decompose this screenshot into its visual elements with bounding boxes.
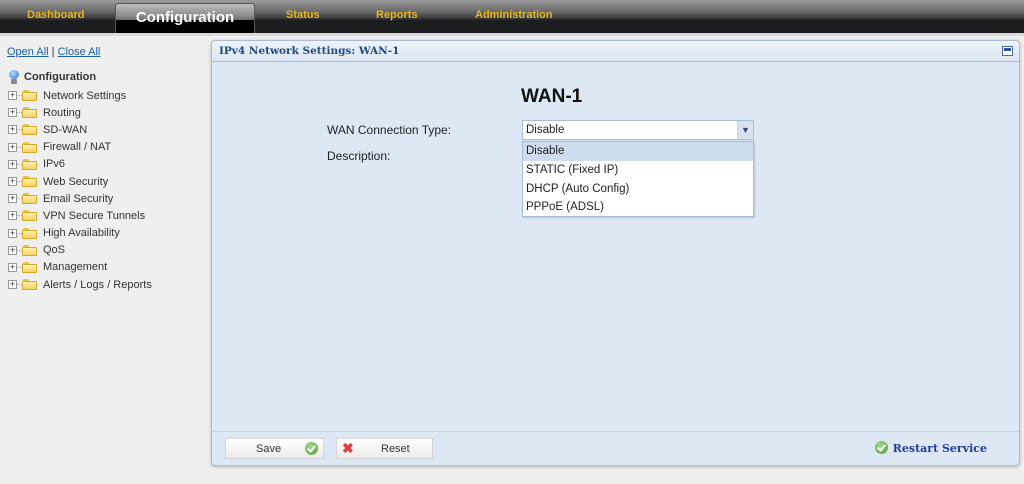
connection-type-dropdown-list: Disable STATIC (Fixed IP) DHCP (Auto Con…: [522, 141, 754, 217]
top-navigation: Dashboard Configuration Status Reports A…: [0, 0, 1024, 33]
folder-icon: [22, 210, 38, 222]
ipv4-settings-panel: IPv4 Network Settings: WAN-1 WAN-1 WAN C…: [211, 40, 1020, 466]
sidebar-item-label: Network Settings: [43, 89, 127, 102]
sidebar-item-routing[interactable]: + Routing: [8, 104, 152, 121]
folder-icon: [22, 261, 38, 273]
sidebar-item-label: VPN Secure Tunnels: [43, 209, 146, 222]
page-heading: WAN-1: [521, 86, 583, 107]
sidebar-item-label: High Availability: [43, 227, 120, 240]
sidebar-item-label: Routing: [43, 106, 81, 119]
expand-icon[interactable]: +: [8, 244, 17, 255]
check-icon: [874, 441, 888, 454]
expand-icon[interactable]: +: [8, 90, 17, 101]
tab-dashboard[interactable]: Dashboard: [27, 9, 85, 21]
description-label: Description:: [327, 149, 391, 163]
option-dhcp[interactable]: DHCP (Auto Config): [526, 182, 630, 195]
sidebar-item-qos[interactable]: + QoS: [8, 242, 152, 259]
restart-service-button[interactable]: Restart Service: [874, 441, 987, 455]
expand-icon[interactable]: +: [8, 158, 17, 169]
reset-label: Reset: [381, 443, 410, 455]
expand-icon[interactable]: +: [8, 107, 17, 118]
folder-icon: [22, 176, 38, 188]
folder-icon: [22, 227, 38, 239]
sidebar-item-alerts-logs-reports[interactable]: + Alerts / Logs / Reports: [8, 276, 152, 293]
reset-button[interactable]: ✖ Reset: [336, 438, 433, 459]
tree-root-label: Configuration: [24, 71, 97, 83]
wan-connection-type-label: WAN Connection Type:: [327, 123, 452, 137]
expand-icon[interactable]: +: [8, 261, 17, 272]
option-static[interactable]: STATIC (Fixed IP): [526, 163, 619, 176]
sidebar-item-ipv6[interactable]: + IPv6: [8, 156, 152, 173]
sidebar-item-web-security[interactable]: + Web Security: [8, 173, 152, 190]
expand-icon[interactable]: +: [8, 279, 17, 290]
sidebar-item-high-availability[interactable]: + High Availability: [8, 225, 152, 242]
tree-root-configuration[interactable]: Configuration: [8, 70, 96, 84]
folder-icon: [22, 107, 38, 119]
folder-icon: [22, 141, 38, 153]
save-label: Save: [256, 443, 282, 455]
close-icon: ✖: [342, 440, 354, 456]
sidebar-item-label: Firewall / NAT: [43, 141, 112, 154]
wan-connection-type-select[interactable]: Disable ▼: [522, 120, 754, 140]
chevron-down-icon[interactable]: ▼: [737, 121, 753, 139]
expand-icon[interactable]: +: [8, 141, 17, 152]
folder-icon: [22, 193, 38, 205]
check-icon: [305, 442, 318, 455]
expand-icon[interactable]: +: [8, 227, 17, 238]
link-separator: |: [51, 46, 55, 58]
expand-icon[interactable]: +: [8, 124, 17, 135]
restart-service-label: Restart Service: [892, 442, 987, 455]
sidebar-item-email-security[interactable]: + Email Security: [8, 190, 152, 207]
expand-icon[interactable]: +: [8, 176, 17, 187]
sidebar: Open All | Close All Configuration + Net…: [0, 36, 207, 484]
panel-footer: Save ✖ Reset Restart Service: [212, 431, 1019, 465]
sidebar-item-label: QoS: [43, 244, 66, 257]
folder-icon: [22, 279, 38, 291]
sidebar-item-network-settings[interactable]: + Network Settings: [8, 87, 152, 104]
expand-icon[interactable]: +: [8, 210, 17, 221]
tab-reports[interactable]: Reports: [376, 9, 418, 21]
option-disable[interactable]: Disable: [523, 142, 753, 161]
tab-status[interactable]: Status: [286, 9, 320, 21]
collapse-panel-icon[interactable]: [1002, 46, 1013, 56]
sidebar-item-vpn-secure-tunnels[interactable]: + VPN Secure Tunnels: [8, 207, 152, 224]
open-all-link[interactable]: Open All: [7, 46, 49, 58]
sidebar-item-sd-wan[interactable]: + SD-WAN: [8, 121, 152, 138]
config-tree: + Network Settings + Routing + SD-WAN + …: [8, 87, 152, 293]
folder-icon: [22, 158, 38, 170]
save-button[interactable]: Save: [225, 438, 324, 459]
configuration-root-icon: [8, 70, 20, 84]
tree-controls: Open All | Close All: [7, 46, 100, 58]
folder-icon: [22, 244, 38, 256]
sidebar-item-label: Web Security: [43, 175, 109, 188]
folder-icon: [22, 124, 38, 136]
sidebar-item-management[interactable]: + Management: [8, 259, 152, 276]
close-all-link[interactable]: Close All: [57, 46, 101, 58]
tab-administration[interactable]: Administration: [475, 9, 553, 21]
folder-icon: [22, 90, 38, 102]
sidebar-item-label: Management: [43, 261, 108, 274]
sidebar-item-label: Alerts / Logs / Reports: [43, 278, 152, 291]
sidebar-item-label: IPv6: [43, 158, 66, 171]
expand-icon[interactable]: +: [8, 193, 17, 204]
select-value: Disable: [526, 124, 565, 136]
sidebar-item-label: Email Security: [43, 192, 114, 205]
tab-configuration[interactable]: Configuration: [115, 3, 255, 33]
sidebar-item-firewall-nat[interactable]: + Firewall / NAT: [8, 139, 152, 156]
option-pppoe[interactable]: PPPoE (ADSL): [526, 201, 604, 214]
panel-title: IPv4 Network Settings: WAN-1: [212, 41, 1019, 62]
nav-divider: [0, 33, 1024, 36]
sidebar-item-label: SD-WAN: [43, 123, 88, 136]
